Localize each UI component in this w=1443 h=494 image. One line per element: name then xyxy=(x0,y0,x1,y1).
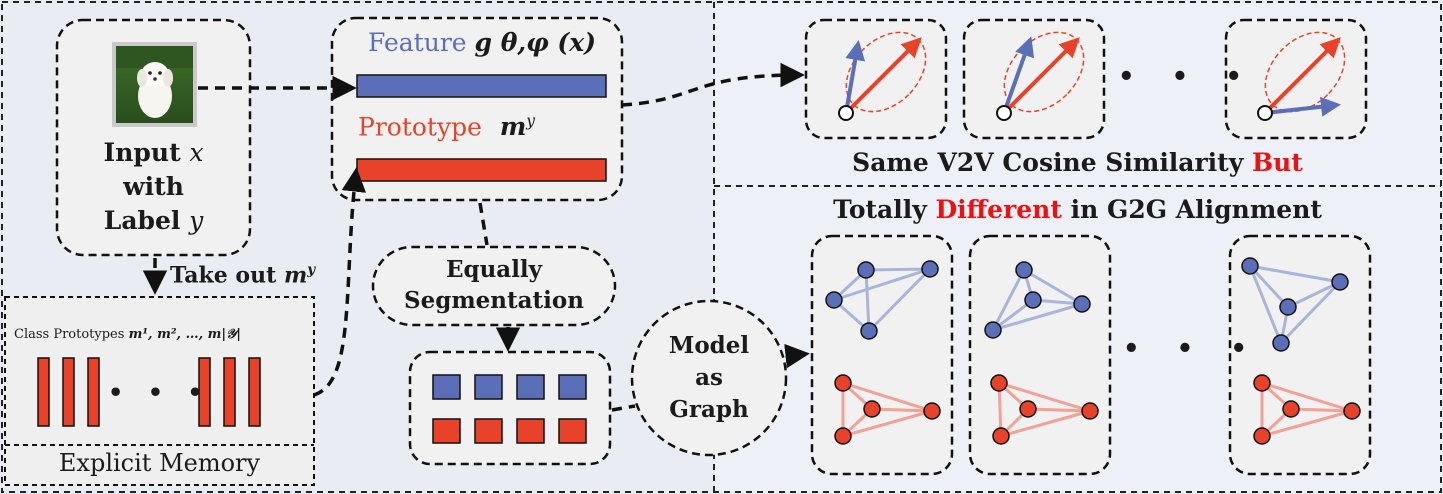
prototype-bar xyxy=(356,158,607,182)
g2g-example-3 xyxy=(1228,234,1372,476)
v2v-caption-highlight: But xyxy=(1251,148,1303,177)
arrow-to-v2v xyxy=(621,62,805,107)
equally-segmentation-box xyxy=(371,245,617,327)
g2g-example-2 xyxy=(968,234,1112,476)
memory-title-formula: m¹, m², …, m|𝒴| xyxy=(128,327,242,342)
g2g-example-1 xyxy=(810,234,954,476)
g2g-title: Totally Different in G2G Alignment xyxy=(714,195,1441,224)
arrow-memory-to-prototype xyxy=(313,167,367,397)
take-out-sup: y xyxy=(307,262,316,278)
take-out-label: Take out my xyxy=(170,262,315,288)
v2v-example-3 xyxy=(1224,18,1368,140)
input-line3: Label xyxy=(103,206,181,235)
v2v-ellipsis: • • • xyxy=(1118,62,1256,92)
memory-title-prefix: Class Prototypes xyxy=(14,327,125,342)
v2v-caption-prefix: Same V2V Cosine Similarity xyxy=(852,148,1244,177)
model-as-graph-label: Model as Graph xyxy=(632,330,786,426)
feature-label: Feature xyxy=(368,28,467,57)
prototype-sup: y xyxy=(526,112,536,130)
prototype-var: m xyxy=(499,112,527,142)
memory-prototype-bars xyxy=(37,357,261,427)
feature-label-row: Feature g θ,φ (x) xyxy=(368,28,596,57)
dog-photo-icon xyxy=(112,42,197,127)
memory-ellipsis: • • • xyxy=(108,378,211,407)
input-line1: Input xyxy=(103,138,181,167)
model-graph-line2: as xyxy=(695,364,723,391)
model-as-graph-circle xyxy=(630,299,788,457)
input-box xyxy=(55,18,252,257)
g2g-title-highlight: Different xyxy=(935,195,1062,224)
take-out-var: m xyxy=(283,262,308,289)
prototype-label: Prototype xyxy=(358,112,482,142)
take-out-text: Take out xyxy=(170,262,277,289)
segments-box xyxy=(408,350,612,466)
g2g-title-suffix: in G2G Alignment xyxy=(1070,195,1322,224)
memory-title: Class Prototypes m¹, m², …, m|𝒴| xyxy=(14,327,241,342)
equally-line2: Segmentation xyxy=(404,287,584,314)
input-var-y: y xyxy=(189,206,204,235)
equally-line1: Equally xyxy=(445,256,543,283)
g2g-ellipsis: • • • xyxy=(1123,334,1261,364)
prototype-label-row: Prototype my xyxy=(358,112,535,141)
v2v-example-2 xyxy=(962,18,1106,140)
input-label: Input x with Label y xyxy=(57,136,250,238)
g2g-title-prefix: Totally xyxy=(833,195,927,224)
feature-segments xyxy=(432,374,587,400)
prototype-segments xyxy=(432,418,587,444)
input-line2: with xyxy=(123,172,184,201)
feature-bar xyxy=(356,74,607,98)
arrow-graph-to-g2g xyxy=(784,343,810,369)
model-graph-line3: Graph xyxy=(669,396,749,423)
input-var-x: x xyxy=(189,138,204,167)
feature-prototype-box xyxy=(330,16,624,202)
link-segments-to-graph xyxy=(611,404,636,412)
memory-caption: Explicit Memory xyxy=(58,449,261,477)
v2v-example-1 xyxy=(804,18,948,140)
v2v-caption: Same V2V Cosine Similarity But xyxy=(714,148,1441,177)
equally-segmentation-label: Equally Segmentation xyxy=(373,254,615,316)
link-box-to-segmentation xyxy=(478,202,489,246)
model-graph-line1: Model xyxy=(668,332,750,359)
memory-box xyxy=(4,296,315,486)
feature-formula: g θ,φ (x) xyxy=(474,28,596,57)
